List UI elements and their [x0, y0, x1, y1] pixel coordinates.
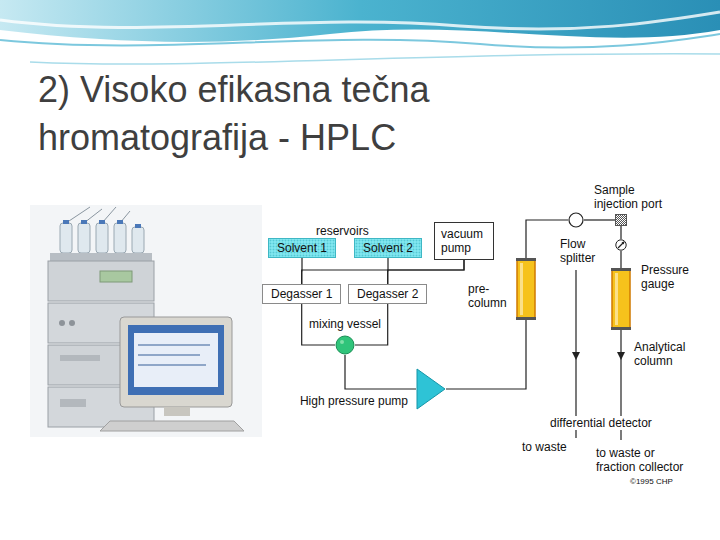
flow-splitter-shape: [568, 212, 584, 228]
analytical-column: Analytical column: [611, 268, 631, 330]
group-label: reservoirs: [316, 224, 369, 238]
pipe-line: [302, 260, 464, 284]
pipe-line: [620, 226, 621, 239]
node-label: Solvent 2: [363, 241, 413, 255]
node-label: Degasser 2: [357, 287, 418, 301]
pressure-gauge-shape: [615, 239, 627, 251]
degasser-box: Degasser 1: [262, 284, 341, 304]
hplc-instrument-photo: [30, 205, 262, 437]
pipe-line: [446, 320, 526, 389]
injection-port: Sample injection port: [615, 214, 627, 226]
flow-splitter: Flow splitter: [568, 212, 584, 228]
node-label: Pressure gauge: [641, 263, 701, 291]
pre-column: pre- column: [516, 258, 536, 320]
node-label: vacuum pump: [441, 227, 487, 255]
pressure-gauge: Pressure gauge: [615, 239, 627, 251]
node-label: pre- column: [468, 282, 512, 310]
pre-column-shape: [516, 258, 536, 320]
solvent-box: Solvent 2: [354, 238, 422, 258]
pipe-line: [620, 251, 621, 268]
solvent-bottles: [60, 207, 144, 253]
node-label: Analytical column: [634, 340, 698, 368]
analytical-column-shape: [611, 268, 631, 330]
detector-label: differential detector: [548, 416, 654, 430]
node-label: Sample injection port: [594, 183, 670, 211]
degasser-box: Degasser 2: [348, 284, 427, 304]
pipe-line: [388, 260, 464, 284]
vacuum-pump-box: vacuum pump: [434, 222, 494, 260]
copyright-note: ©1995 CHP: [630, 477, 673, 487]
slide-title: 2) Visoko efikasna tečna hromatografija …: [38, 66, 478, 162]
node-label: mixing vessel: [309, 317, 381, 331]
node-label: High pressure pump: [300, 394, 408, 408]
node-label: Degasser 1: [271, 287, 332, 301]
pump-symbol-shape: [416, 368, 446, 410]
pipe-line: [584, 219, 615, 220]
outlet-label: to waste: [522, 440, 567, 454]
pump-symbol: High pressure pump: [416, 368, 446, 410]
node-label: Solvent 1: [277, 241, 327, 255]
header-wave: [0, 0, 720, 72]
outlet-label: to waste or fraction collector: [596, 446, 688, 474]
solvent-box: Solvent 1: [268, 238, 336, 258]
mixing-vessel: mixing vessel: [335, 335, 355, 355]
computer-monitor: [100, 317, 244, 431]
mixing-vessel-shape: [335, 335, 355, 355]
injection-port-shape: [615, 214, 627, 226]
pipe-line: [345, 355, 416, 389]
node-label: Flow splitter: [560, 237, 608, 265]
